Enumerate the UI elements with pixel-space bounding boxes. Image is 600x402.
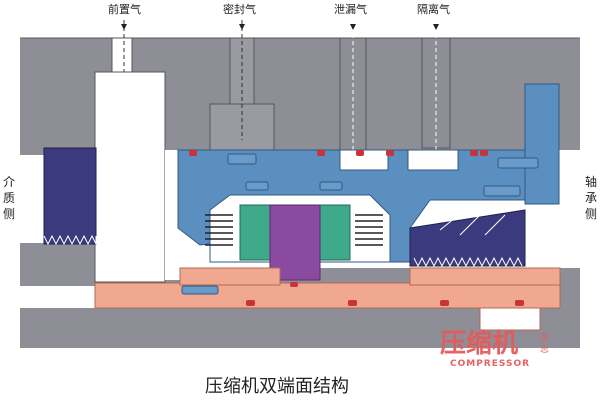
watermark-sub: COMPRESSOR [450,359,530,369]
watermark-tag-1: 杂 [540,332,549,343]
label-medium-side-2: 质 [3,191,15,205]
label-isolation-gas: 隔离气 [417,2,450,16]
watermark-main: 压缩机 [440,328,518,359]
label-seal-gas: 密封气 [223,2,256,16]
label-bearing-side-1: 轴 [585,174,597,189]
magazine-watermark: 压缩机 杂 志 COMPRESSOR [440,328,549,369]
stator-right [409,209,526,268]
figure-caption: 压缩机双端面结构 [205,376,349,397]
label-bearing-side-2: 承 [585,191,597,205]
stator-left [43,147,97,246]
springs [205,214,383,246]
o-rings [189,150,524,306]
label-medium-side-1: 介 [3,175,15,189]
label-front-gas: 前置气 [108,2,141,16]
spring-seats [239,204,351,261]
bolts [181,153,539,295]
watermark-tag-2: 志 [540,343,549,355]
label-medium-side-3: 侧 [3,207,15,221]
label-bearing-side-3: 侧 [585,207,597,221]
shaft-sleeve [94,267,561,331]
gas-ports [111,20,451,151]
label-leak-gas: 泄漏气 [334,2,367,16]
